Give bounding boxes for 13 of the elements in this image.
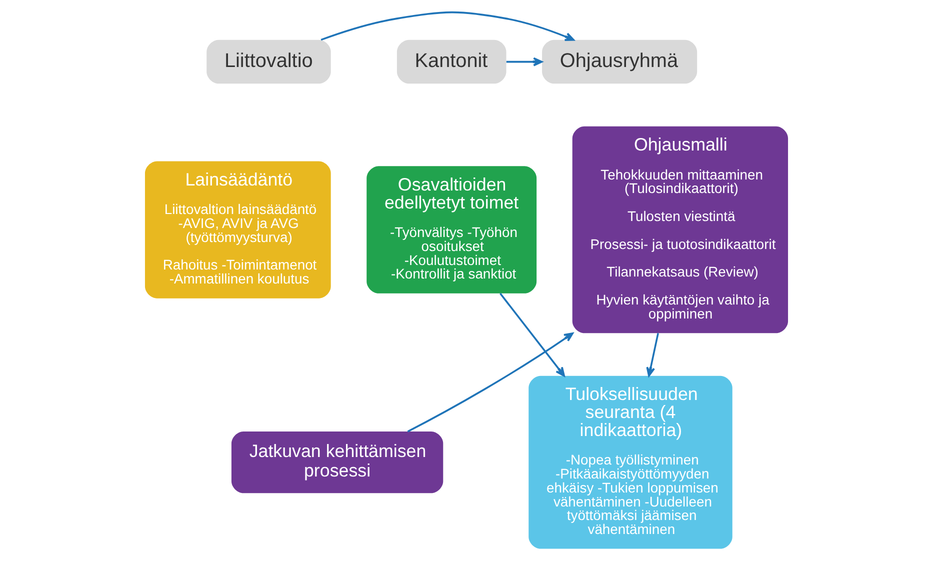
node-box: Kantonit xyxy=(396,40,506,84)
node-box: Lainsäädäntö Liittovaltion lainsäädäntö -AVIG, AVIV ja AVG (työttömyysturva) Rahoitus -Toimintamenot -Ammatillinen koulutus xyxy=(144,161,331,298)
arrow xyxy=(407,332,574,432)
node-box: Tuloksellisuuden seuranta (4 indikaattoria) -Nopea työllistyminen -Pitkäaikaistyöttömyyden ehkäisy -Tukien loppumisen vähentäminen -Uudelleen työttömäksi jäämisen vähentäminen xyxy=(528,376,732,549)
arrow xyxy=(646,333,659,377)
node-box: Jatkuvan kehittämisen prosessi xyxy=(231,432,444,494)
arrow xyxy=(506,57,543,66)
node-box: Osavaltioiden edellytetyt toimet -Työnvälitys -Työhön osoitukset -Koulutustoimet -Kontrollit ja sanktiot xyxy=(366,166,537,294)
node-box: Liittovaltio xyxy=(206,40,331,84)
arrow xyxy=(320,11,574,42)
arrow xyxy=(500,292,565,377)
node-box: Ohjausryhmä xyxy=(542,40,698,84)
node-box: Ohjausmalli Tehokkuuden mittaaminen (Tulosindikaattorit) Tulosten viestintä Prosessi- ja tuotosindikaattorit Tilannekatsaus (Review) Hyvien käytäntöjen vaihto ja oppiminen xyxy=(572,126,788,334)
